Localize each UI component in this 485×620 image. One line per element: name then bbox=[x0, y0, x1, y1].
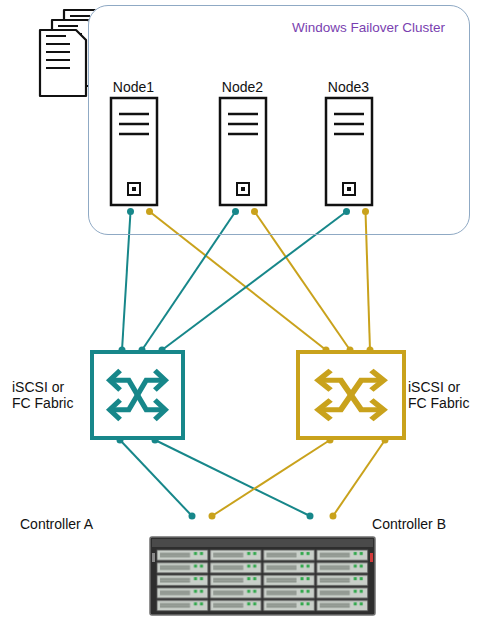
port-dot bbox=[251, 208, 258, 215]
server-icon bbox=[109, 78, 159, 212]
port-dot bbox=[307, 513, 314, 520]
server-label: Node3 bbox=[300, 78, 398, 96]
server-label: Node1 bbox=[85, 78, 183, 96]
fabric-label: iSCSI or FC Fabric bbox=[12, 379, 86, 411]
server-label: Node2 bbox=[194, 78, 292, 96]
server-node: Node2 bbox=[218, 78, 268, 212]
port-dot bbox=[209, 513, 216, 520]
port-dot bbox=[232, 208, 239, 215]
fabric-switch: iSCSI or FC Fabric bbox=[296, 350, 406, 440]
connector-line bbox=[366, 212, 371, 351]
server-icon bbox=[218, 78, 268, 212]
fabric-switch: iSCSI or FC Fabric bbox=[90, 350, 185, 440]
controller-label: Controller B bbox=[296, 516, 466, 532]
switch-symbol bbox=[94, 354, 181, 436]
connector-line bbox=[155, 440, 310, 516]
connector-line bbox=[162, 212, 347, 351]
fabric-label: iSCSI or FC Fabric bbox=[408, 379, 476, 411]
controller-label: Controller A bbox=[18, 516, 228, 532]
server-icon bbox=[324, 78, 374, 212]
server-node: Node3 bbox=[324, 78, 374, 212]
port-dot bbox=[362, 208, 369, 215]
storage-controller: Controller B bbox=[296, 516, 466, 543]
connector-line bbox=[255, 212, 351, 351]
port-dot bbox=[343, 208, 350, 215]
connector-line bbox=[120, 440, 192, 516]
port-dot bbox=[189, 513, 196, 520]
cluster-title: Windows Failover Cluster bbox=[89, 20, 469, 36]
port-dot bbox=[330, 513, 337, 520]
connector-line bbox=[150, 212, 327, 351]
connector-line bbox=[333, 440, 385, 516]
port-dot bbox=[146, 208, 153, 215]
port-dot bbox=[127, 208, 134, 215]
cluster-boundary: Node1 Node2 Node3 Windows Failover Cluster bbox=[88, 5, 470, 235]
connector-line bbox=[212, 440, 330, 516]
server-node: Node1 bbox=[109, 78, 159, 212]
storage-controller: Controller A bbox=[18, 516, 228, 543]
switch-symbol bbox=[300, 354, 402, 436]
connector-line bbox=[122, 212, 131, 351]
